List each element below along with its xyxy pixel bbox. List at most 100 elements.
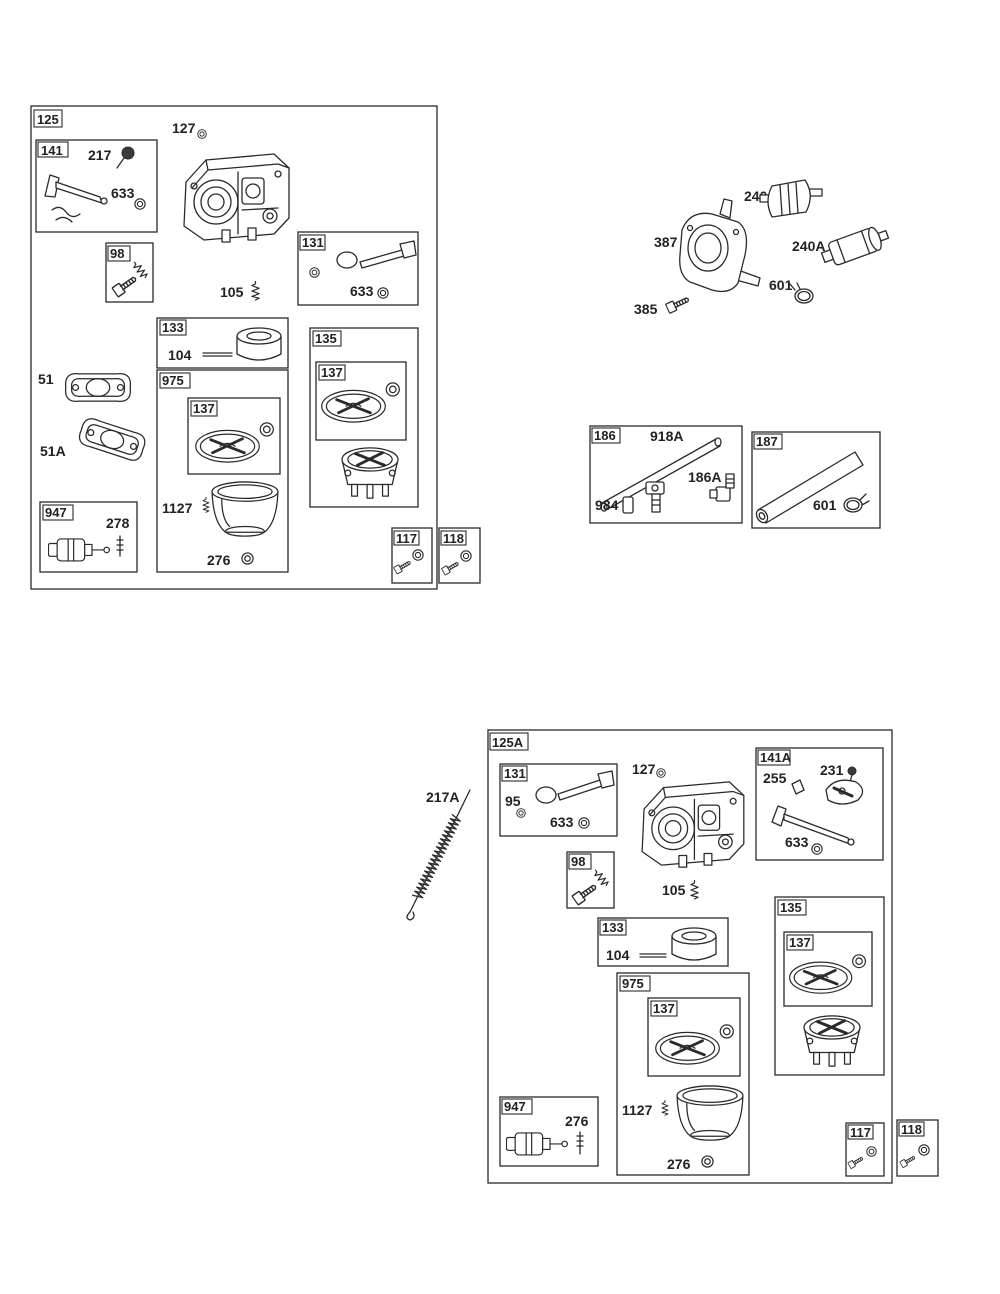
kit-186-label: 186 xyxy=(594,428,616,443)
choke-spring xyxy=(51,206,81,223)
kit-98-frame xyxy=(105,242,154,303)
part-186A-label: 186A xyxy=(688,469,721,485)
diaphragm xyxy=(194,421,275,464)
kit-117-tag xyxy=(393,530,420,546)
kit-135: 135 137 xyxy=(774,896,885,1076)
assembly-125A: 125A 131 95 633 127 141A 255 xyxy=(487,729,939,1184)
jet-ring xyxy=(460,550,472,562)
kit-118-frame xyxy=(438,527,481,584)
kit-186-tag xyxy=(591,427,621,444)
screw-131 xyxy=(309,267,320,278)
fitting-186A xyxy=(709,473,735,502)
link-rod xyxy=(409,789,471,913)
part-231-label: 231 xyxy=(820,762,844,778)
kit-137-frame xyxy=(187,397,281,475)
part-217-label: 217 xyxy=(88,147,112,163)
part-255-label: 255 xyxy=(763,770,787,786)
part-51A-label: 51A xyxy=(40,443,66,459)
kit-141: 141 217 633 xyxy=(35,139,158,233)
part-217A-label: 217A xyxy=(426,789,459,805)
jet-screw xyxy=(392,558,413,575)
kit-187-frame xyxy=(751,431,881,529)
kit-135: 135 137 xyxy=(309,327,419,508)
kit-141A-tag xyxy=(757,749,791,766)
fuel-bowl xyxy=(211,481,279,537)
choke-ball-217 xyxy=(116,146,135,169)
seal-276 xyxy=(701,1155,714,1168)
kit-975-label: 975 xyxy=(622,976,644,991)
kit-141A-frame xyxy=(755,747,884,861)
part-276-label: 276 xyxy=(565,1113,589,1129)
choke-shaft xyxy=(771,805,855,846)
kit-118: 118 xyxy=(896,1119,939,1177)
screw-95 xyxy=(516,808,526,818)
kit-187-tag xyxy=(753,433,783,450)
jet-ring xyxy=(866,1146,877,1157)
assembly-125A-tag xyxy=(489,732,529,751)
idle-screw xyxy=(111,273,140,298)
jet-screw xyxy=(440,559,461,576)
choke-plate xyxy=(825,779,864,805)
kit-135-tag xyxy=(777,899,807,916)
spring-1127 xyxy=(661,1100,669,1116)
kit-141-label: 141 xyxy=(41,143,63,158)
assembly-125-label: 125 xyxy=(37,112,59,127)
pin-278 xyxy=(116,535,124,557)
part-385-label: 385 xyxy=(634,301,658,317)
assembly-125: 125 141 217 633 127 xyxy=(30,105,481,590)
kit-98-frame xyxy=(566,851,615,909)
choke-lever-255 xyxy=(791,779,805,795)
kit-187: 187 601 xyxy=(751,431,881,529)
link-coil xyxy=(412,813,461,899)
assembly-125-frame xyxy=(30,105,438,590)
part-127-label: 127 xyxy=(172,120,196,136)
kit-117-tag xyxy=(847,1124,874,1140)
kit-98-tag xyxy=(568,853,592,870)
carburetor-body xyxy=(641,781,745,868)
kit-186-frame xyxy=(589,425,743,524)
part-104-label: 104 xyxy=(168,347,192,363)
idle-spring xyxy=(130,259,149,281)
kit-131-label: 131 xyxy=(504,766,526,781)
kit-186: 186 918A 984 186A xyxy=(589,425,743,524)
kit-137-frame xyxy=(783,931,873,1007)
part-1127-label: 1127 xyxy=(162,500,193,516)
pump-screw-385 xyxy=(664,293,692,315)
kit-137-tag xyxy=(318,364,346,381)
kit-131-tag xyxy=(299,234,326,251)
spring-1127 xyxy=(202,497,210,513)
kit-118-tag xyxy=(898,1121,925,1137)
hose-clamp-601 xyxy=(789,282,814,304)
part-633-label: 633 xyxy=(350,283,374,299)
kit-117-frame xyxy=(391,527,433,584)
part-601-label: 601 xyxy=(769,277,793,293)
seal-633 xyxy=(377,287,389,299)
float xyxy=(236,327,282,361)
throttle-plate xyxy=(336,251,358,269)
kit-133-label: 133 xyxy=(162,320,184,335)
fuel-solenoid xyxy=(48,538,111,562)
part-633-label: 633 xyxy=(785,834,809,850)
assembly-125-tag xyxy=(33,109,63,128)
seal-276 xyxy=(241,552,254,565)
fuel-pump-group: 240 240A 387 385 601 xyxy=(634,179,890,317)
kit-947-frame xyxy=(39,501,138,573)
kit-133-tag xyxy=(599,919,627,936)
fuel-hose xyxy=(755,451,864,524)
kit-118-frame xyxy=(896,1119,939,1177)
part-984-label: 984 xyxy=(595,497,619,513)
kit-975-tag xyxy=(619,975,651,992)
kit-135-label: 135 xyxy=(315,331,337,346)
kit-117-label: 117 xyxy=(850,1125,871,1140)
part-918A-label: 918A xyxy=(650,428,683,444)
choke-shaft xyxy=(44,174,108,205)
kit-947: 947 276 xyxy=(499,1096,599,1167)
choke-link-217A: 217A xyxy=(406,789,471,921)
kit-137-tag xyxy=(190,400,218,417)
diaphragm xyxy=(788,953,867,995)
seal-633 xyxy=(134,198,146,210)
kit-131-frame xyxy=(499,763,618,837)
part-105-label: 105 xyxy=(662,882,686,898)
fuel-pump-387 xyxy=(679,198,761,293)
kit-137-tag xyxy=(650,1000,678,1017)
